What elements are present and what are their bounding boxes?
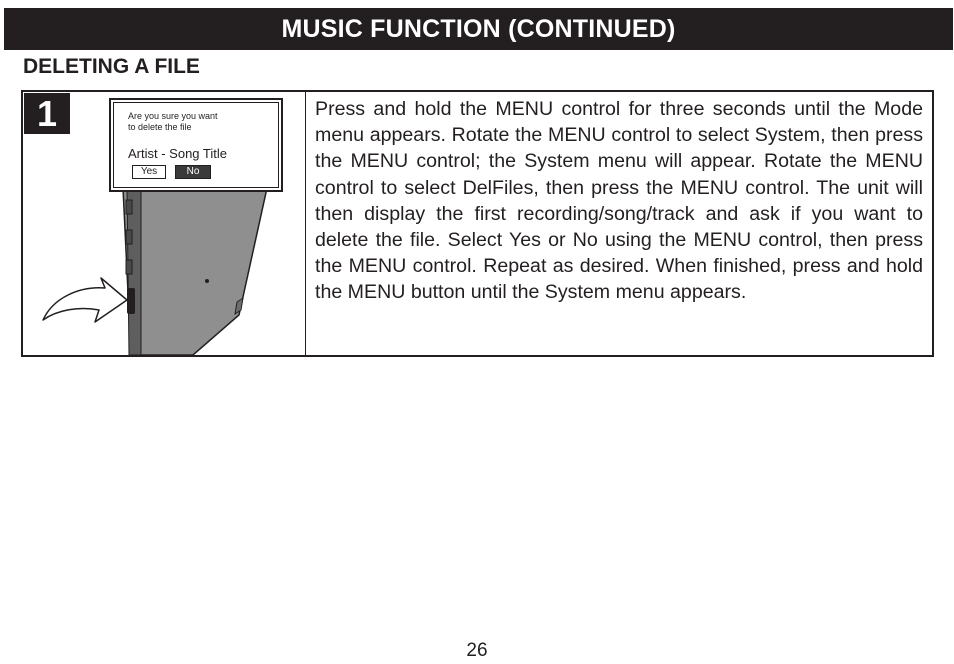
device-corner (234, 296, 244, 316)
device-body (122, 187, 268, 355)
device-screen: Are you sure you want to delete the file… (109, 98, 283, 192)
step-number-badge: 1 (24, 93, 70, 134)
page-number: 26 (466, 640, 488, 661)
side-button-1 (125, 199, 133, 215)
device-drawing (42, 187, 268, 355)
device-screen-inner: Are you sure you want to delete the file… (113, 102, 279, 188)
device-illustration: 1 Are you sure you want to delete the fi… (23, 92, 306, 355)
side-button-2 (125, 229, 133, 245)
section-title: DELETING A FILE (23, 55, 200, 78)
side-button-3 (125, 259, 133, 275)
menu-control (127, 288, 135, 314)
screen-yes-button: Yes (132, 165, 166, 179)
screen-prompt-line-2: to delete the file (128, 122, 192, 132)
screen-no-button: No (175, 165, 211, 179)
page-header-bar: MUSIC FUNCTION (CONTINUED) (4, 8, 953, 50)
step-box: 1 Are you sure you want to delete the fi… (21, 90, 934, 357)
screen-song-title: Artist - Song Title (128, 146, 227, 161)
page-header-title: MUSIC FUNCTION (CONTINUED) (281, 14, 676, 43)
curved-arrow-icon (42, 277, 128, 323)
step-instructions: Press and hold the MENU control for thre… (315, 98, 923, 304)
screen-prompt-line-1: Are you sure you want (128, 111, 218, 121)
device-screw (205, 279, 209, 283)
